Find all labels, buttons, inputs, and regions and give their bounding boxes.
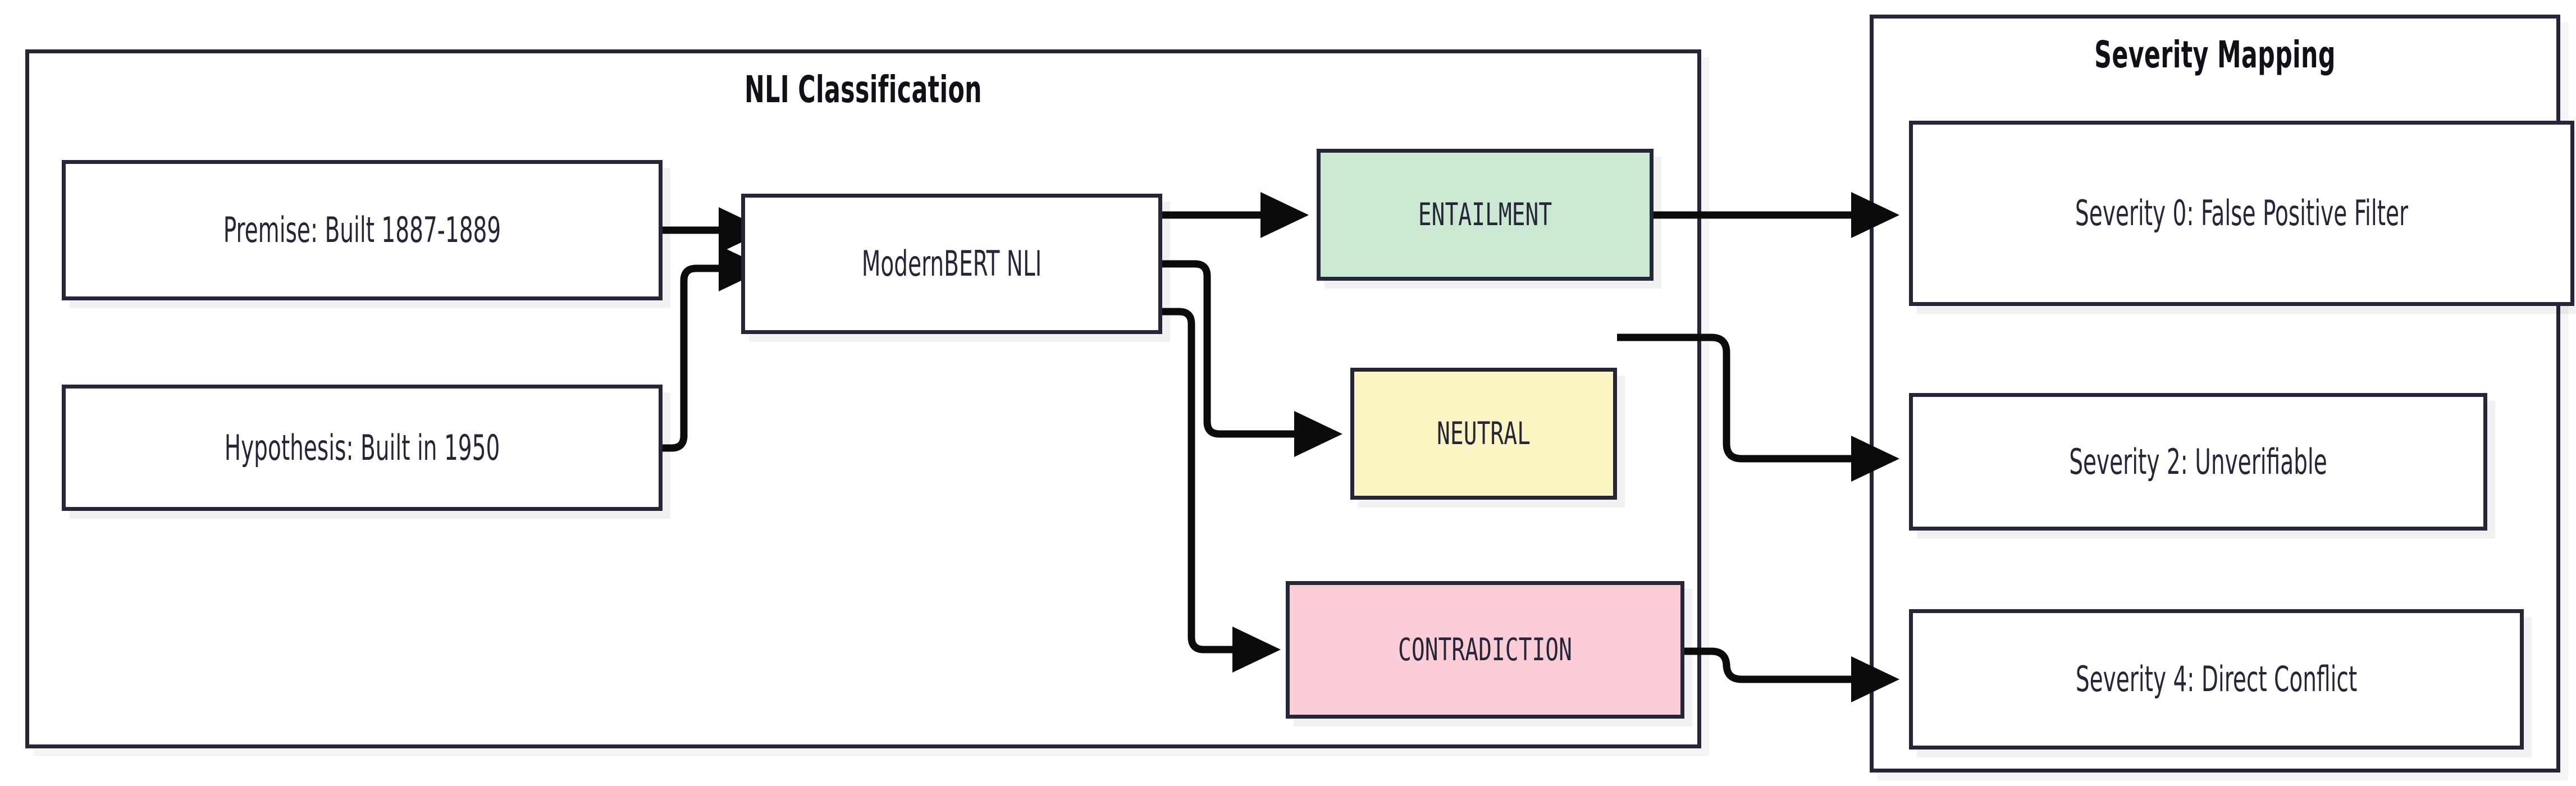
node-severity-2-label: Severity 2: Unverifiable: [2069, 441, 2327, 482]
node-neutral-label: NEUTRAL: [1437, 415, 1531, 451]
node-entailment-label: ENTAILMENT: [1418, 196, 1552, 232]
node-premise[interactable]: Premise: Built 1887-1889: [62, 160, 663, 300]
node-severity-0[interactable]: Severity 0: False Positive Filter: [1909, 121, 2574, 306]
node-contradiction[interactable]: CONTRADICTION: [1286, 581, 1684, 719]
subgraph-title-nli-classification: NLI Classification: [745, 68, 982, 111]
node-hypothesis-label: Hypothesis: Built in 1950: [224, 427, 500, 468]
node-modernbert-nli-label: ModernBERT NLI: [861, 243, 1042, 285]
node-entailment[interactable]: ENTAILMENT: [1317, 149, 1654, 281]
node-severity-2[interactable]: Severity 2: Unverifiable: [1909, 393, 2487, 531]
node-premise-label: Premise: Built 1887-1889: [223, 209, 501, 251]
node-hypothesis[interactable]: Hypothesis: Built in 1950: [62, 385, 663, 511]
node-severity-4-label: Severity 4: Direct Conflict: [2075, 659, 2358, 700]
subgraph-title-severity-mapping: Severity Mapping: [2094, 33, 2336, 76]
node-modernbert-nli[interactable]: ModernBERT NLI: [741, 194, 1162, 334]
node-neutral[interactable]: NEUTRAL: [1350, 368, 1617, 500]
node-severity-0-label: Severity 0: False Positive Filter: [2075, 193, 2409, 234]
node-severity-4[interactable]: Severity 4: Direct Conflict: [1909, 609, 2524, 750]
edge-contradiction-to-severity4: [1684, 647, 1899, 702]
node-contradiction-label: CONTRADICTION: [1398, 631, 1572, 668]
